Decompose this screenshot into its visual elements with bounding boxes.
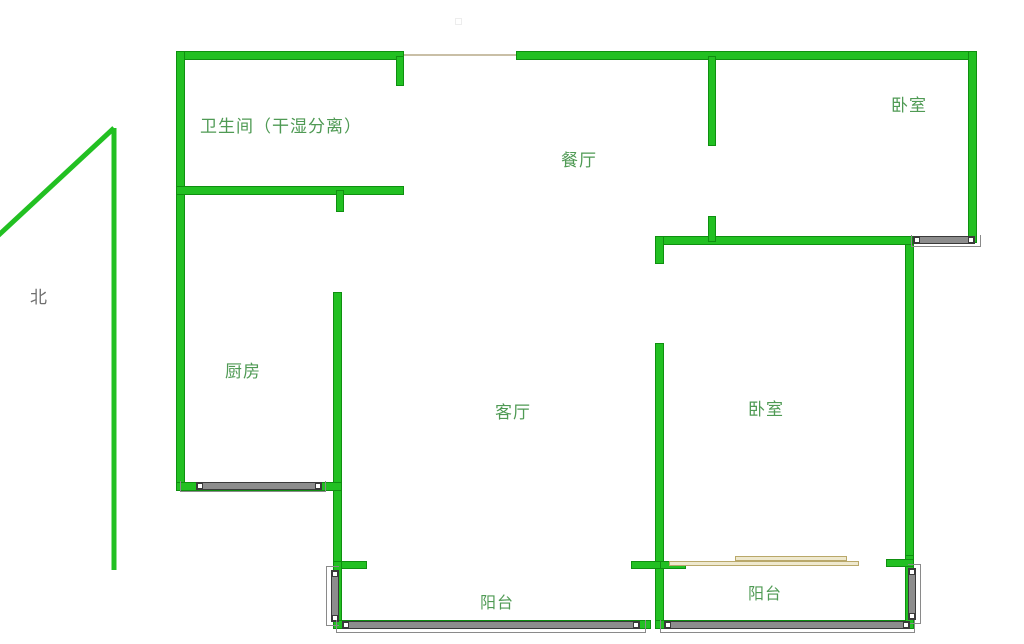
room-label-bedroom-ne: 卧室 [891,96,927,116]
wall-left-outer [176,51,185,491]
window-balcony-east-bottom [664,621,910,629]
room-label-balcony-west: 阳台 [480,593,515,612]
north-label: 北 [30,288,47,308]
sliding-door-balcony-east-panel-1 [669,561,859,566]
sliding-door-balcony-east-panel-2 [735,556,847,561]
window-kitchen-frame [180,481,326,492]
wall-living-bedroom-partition [655,343,664,629]
wall-top-left [176,51,404,60]
room-label-bedroom-se: 卧室 [748,400,784,420]
room-label-kitchen: 厨房 [225,362,261,382]
wall-bathroom-door-jamb-top [396,56,404,86]
wall-stub-corridor-left [655,236,664,264]
window-balcony-east-bottom-frame [660,620,915,633]
room-label-dining: 餐厅 [561,151,597,171]
registration-mark [455,18,462,25]
window-balcony-east-right [908,568,916,620]
wall-top-right [516,51,977,60]
window-kitchen [196,482,322,490]
entry-door-threshold [404,54,516,56]
window-balcony-west-left [331,570,339,622]
room-label-balcony-east: 阳台 [748,584,783,603]
wall-bathroom-bottom [176,186,404,195]
north-arrow [0,120,130,580]
wall-kitchen-right [333,292,342,570]
window-bedroom-ne-frame [911,235,981,247]
wall-dining-bedroom-partition [708,56,716,146]
wall-balcony-divider-stub-left [631,561,661,569]
wall-mid-right-horizontal [655,236,913,245]
wall-bathroom-door-jamb-bottom [336,190,344,212]
wall-right-lower [905,236,914,570]
window-balcony-west-left-frame [326,566,339,626]
window-bedroom-ne [913,236,975,244]
room-label-living: 客厅 [495,403,531,423]
room-label-bathroom: 卫生间（干湿分离） [200,117,362,137]
wall-stub-bedroom-door-jamb [708,216,716,242]
window-balcony-west-bottom-frame [336,620,646,633]
wall-balcony-east-top-stub [886,559,914,567]
wall-right-upper [968,51,977,243]
north-arrow-svg [0,126,117,570]
window-balcony-west-bottom [342,621,640,629]
window-balcony-east-right-frame [908,564,921,624]
